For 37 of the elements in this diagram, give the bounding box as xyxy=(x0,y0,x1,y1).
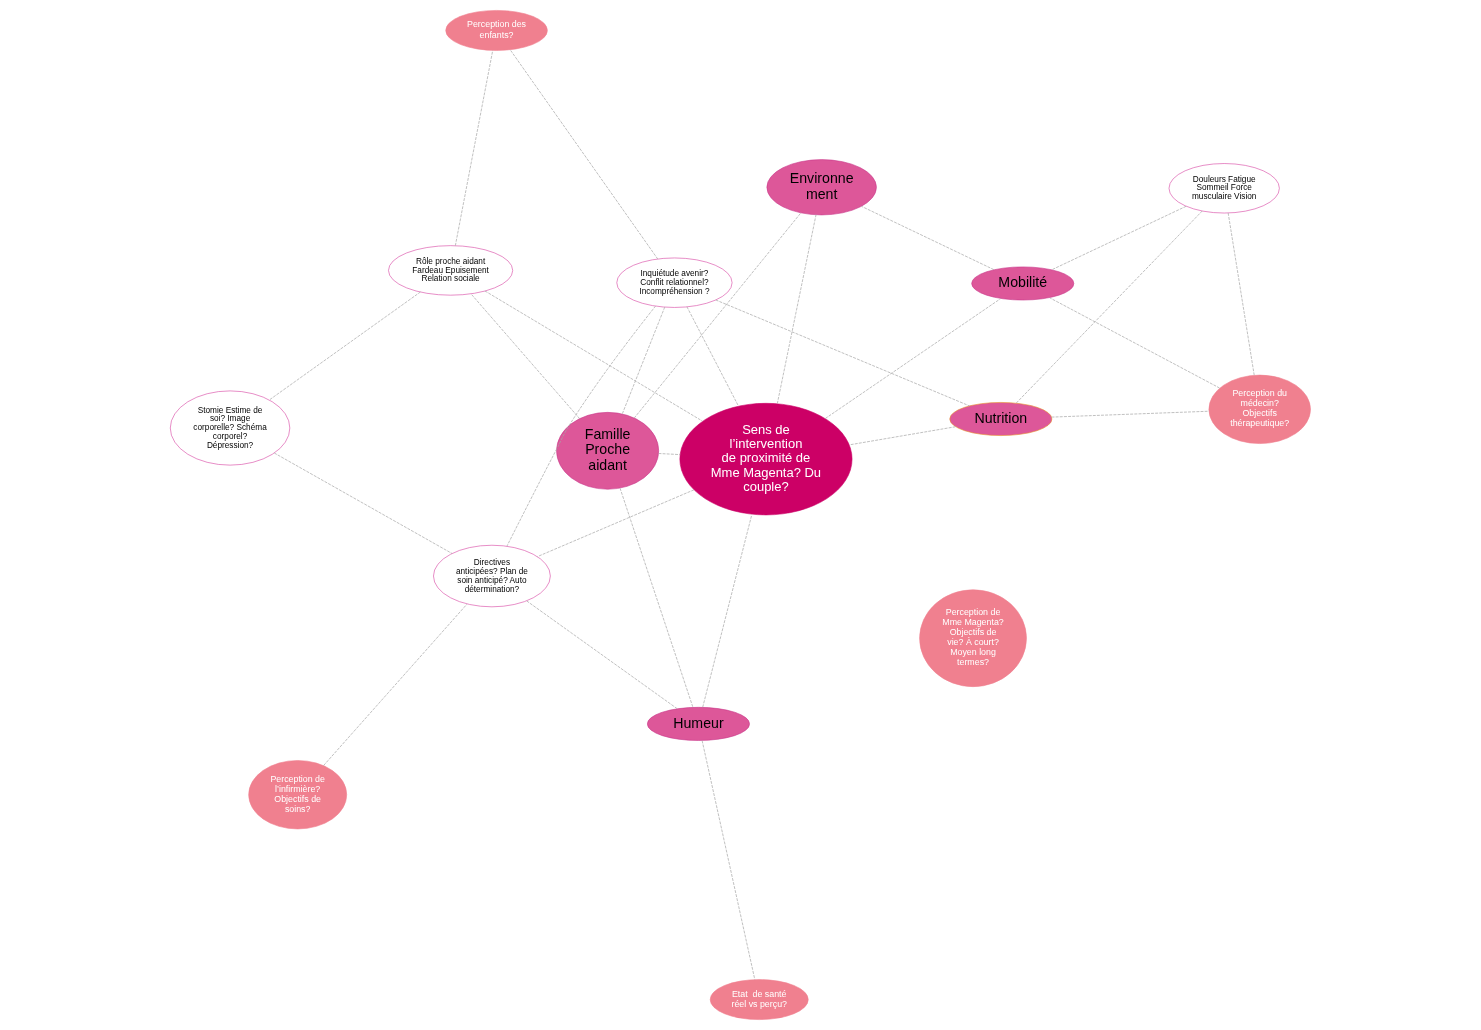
node-ellipse: Sens de l’intervention de proximité de Mme Magenta? Du couple? xyxy=(679,403,853,516)
connector xyxy=(1051,205,1187,271)
connector xyxy=(1049,297,1220,389)
connector xyxy=(269,291,421,401)
node-ellipse: Mobilité xyxy=(971,266,1075,301)
node-ellipse: Perception du médecin? Objectifs thérapeutique? xyxy=(1208,374,1311,444)
node-ellipse: Etat de santé réel vs perçu? xyxy=(709,979,809,1020)
connector xyxy=(861,205,995,270)
node-ellipse: Environne ment xyxy=(766,159,877,216)
connector xyxy=(526,600,678,709)
connector xyxy=(702,514,753,708)
connector xyxy=(701,740,756,980)
connector xyxy=(323,603,468,766)
connector xyxy=(1051,410,1210,418)
connector xyxy=(849,426,956,446)
connector xyxy=(619,487,694,708)
connector xyxy=(509,49,659,260)
node-ellipse: Nutrition xyxy=(949,402,1053,436)
connector xyxy=(1227,212,1255,376)
node-circle: Perception de Mme Magenta? Objectifs de vie? À court? Moyen long termes? xyxy=(919,589,1027,687)
connector xyxy=(537,489,695,557)
connector xyxy=(715,299,970,407)
node-ellipse: Perception des enfants? xyxy=(445,10,548,51)
connector xyxy=(273,452,453,554)
connector xyxy=(470,293,580,419)
connector xyxy=(776,214,817,404)
connector xyxy=(621,306,666,415)
connector xyxy=(506,305,656,547)
connector xyxy=(1016,210,1203,404)
node-ellipse: Humeur xyxy=(647,707,750,741)
connector xyxy=(633,212,802,419)
node-ellipse: Famille Proche aidant xyxy=(556,412,659,490)
connector xyxy=(825,298,1001,419)
node-ellipse: Perception de l’infirmière? Objectifs de soins? xyxy=(248,760,347,830)
connector xyxy=(484,290,703,422)
connector xyxy=(455,50,494,246)
connector xyxy=(686,306,739,407)
